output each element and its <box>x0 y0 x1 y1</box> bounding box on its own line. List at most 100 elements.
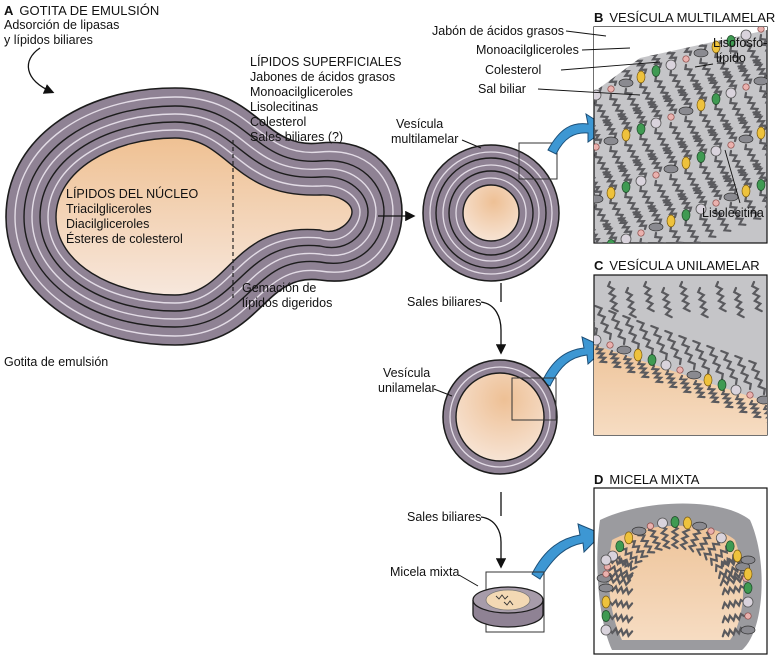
monoacylglycerol <box>723 192 739 202</box>
lipid-tail <box>719 574 748 587</box>
mixed-micelle-label: Micela mixta <box>390 565 460 579</box>
cholesterol <box>741 184 751 198</box>
monoacylglycerol <box>648 222 664 232</box>
core-lipids-title: LÍPIDOS DEL NÚCLEO <box>66 187 199 201</box>
bile-salt <box>670 516 680 528</box>
fatty-acid-head <box>707 527 715 535</box>
lipid-tail <box>752 163 767 183</box>
lipid-tail <box>759 85 767 104</box>
fatty-acid-head <box>602 570 610 578</box>
lipid-tail <box>759 33 767 52</box>
lipid-tail <box>732 286 745 319</box>
lipid-tail <box>660 286 673 319</box>
bile-salt <box>606 239 616 243</box>
lipid-tail <box>722 175 738 195</box>
label-fatty-acid-soap: Jabón de ácidos grasos <box>432 24 565 38</box>
fatty-acid-head <box>746 391 754 399</box>
lipid-tail <box>692 135 708 155</box>
monoacylglycerol <box>692 521 707 531</box>
lipid-tail <box>744 195 762 220</box>
lipid-tail <box>734 394 748 414</box>
monoacylglycerol <box>753 76 767 86</box>
cholesterol <box>703 373 713 387</box>
bile-salt <box>636 123 646 135</box>
lipid-tail <box>721 626 746 638</box>
panel-a-letter: A <box>4 3 14 18</box>
panel-b-leaders <box>537 30 741 204</box>
surface-item: Jabones de ácidos grasos <box>250 70 396 84</box>
cholesterol <box>743 567 753 581</box>
lipid-tail <box>722 123 738 143</box>
lipid-tail <box>632 107 648 127</box>
bile-salt <box>717 379 727 391</box>
emulsion-droplet <box>5 87 403 346</box>
phospholipid-head <box>740 29 752 41</box>
unilamellar-vesicle <box>442 359 558 475</box>
surface-lipids-title: LÍPIDOS SUPERFICIALES <box>250 55 402 69</box>
label-monoacylglycerols: Monoacilgliceroles <box>476 43 579 57</box>
lipid-tail <box>647 205 663 225</box>
fatty-acid-head <box>637 229 645 237</box>
monoacylglycerol <box>686 370 702 380</box>
panel-b-detail <box>593 26 768 244</box>
droplet-core <box>55 137 353 296</box>
panel-c-letter: C <box>594 258 604 273</box>
cholesterol <box>696 98 706 112</box>
panel-d-title: MICELA MIXTA <box>609 472 700 487</box>
mixed-micelle <box>472 571 545 633</box>
lipid-tail <box>720 349 739 386</box>
lipid-tail <box>678 280 691 313</box>
lipid-tail <box>662 95 678 115</box>
phospholipid-head <box>600 554 612 566</box>
lipid-tail <box>752 59 767 79</box>
bile-salt <box>601 610 611 622</box>
bile-salt <box>647 354 657 366</box>
lipid-tail <box>720 389 734 409</box>
fatty-acid-head <box>742 83 750 91</box>
lipid-tail <box>678 334 697 371</box>
lipid-tail <box>759 189 767 208</box>
lipid-tail <box>721 612 746 624</box>
lipid-tail <box>762 404 767 423</box>
lipid-tail <box>632 211 648 231</box>
bile-salts-label-2: Sales biliares <box>407 510 482 524</box>
label-lysophospho-1: Lisofosfo- <box>713 36 768 50</box>
panel-b-title: VESÍCULA MULTILAMELAR <box>609 10 775 25</box>
lipid-tail <box>752 111 767 131</box>
lipid-tail <box>647 101 663 121</box>
bile-salt <box>743 582 753 594</box>
surface-item: Lisolecitinas <box>250 100 319 114</box>
lipid-tail <box>664 329 683 366</box>
fatty-acid-head <box>744 612 752 620</box>
lipid-tail <box>662 199 678 219</box>
lipid-tail <box>734 354 753 391</box>
cholesterol <box>636 70 646 84</box>
unilamellar-label-1: Vesícula <box>383 366 431 380</box>
phospholipid-head <box>660 359 672 371</box>
adsorption-label-2: y lípidos biliares <box>4 33 93 47</box>
lipid-tail <box>677 193 693 213</box>
lipid-tail <box>617 113 633 133</box>
phospholipid-head <box>635 175 647 187</box>
lipid-tail <box>647 153 663 173</box>
label-cholesterol: Colesterol <box>485 63 542 77</box>
lipid-tail <box>608 556 634 569</box>
budding-label-2: lípidos digeridos <box>242 296 333 310</box>
panel-d-detail <box>593 487 768 655</box>
multilamellar-label-1: Vesícula <box>396 117 444 131</box>
surface-item: Sales biliares (?) <box>250 130 344 144</box>
monoacylglycerol <box>618 78 634 88</box>
lipid-tail <box>692 187 708 207</box>
monoacylglycerol <box>663 164 679 174</box>
surface-item: Monoacilgliceroles <box>250 85 353 99</box>
lipid-tail <box>707 129 723 149</box>
fatty-acid-head <box>757 27 765 33</box>
label-lysolecithin: Lisolecitina <box>702 206 764 220</box>
lipid-tail <box>714 207 732 232</box>
lipid-tail <box>750 280 763 313</box>
phospholipid-head <box>742 596 754 608</box>
lipid-tail <box>650 324 669 361</box>
lipid-tail <box>721 598 746 610</box>
